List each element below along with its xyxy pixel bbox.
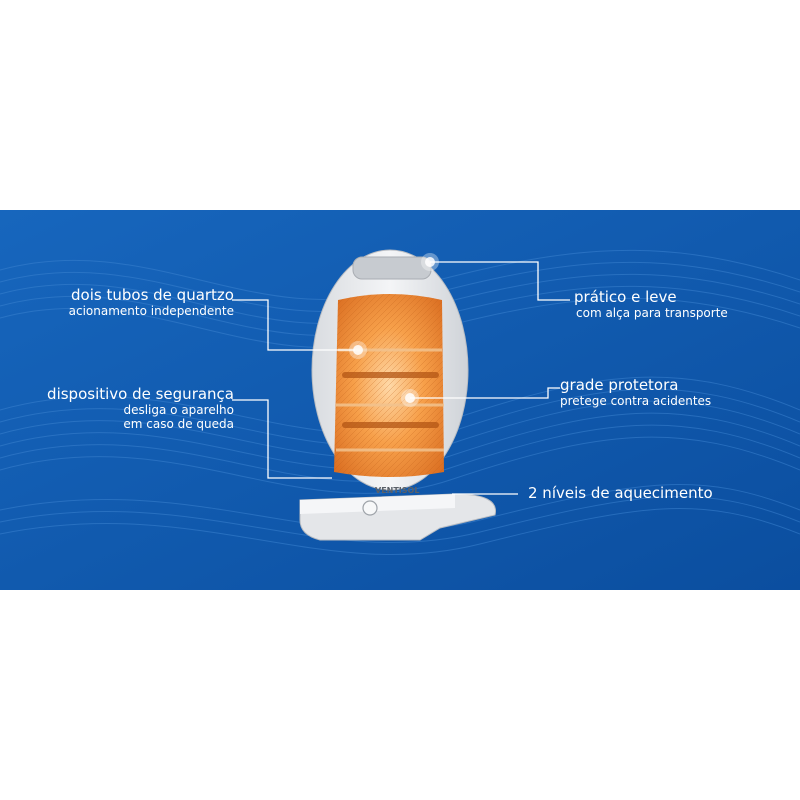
feature-quartz-title: dois tubos de quartzo: [71, 286, 234, 304]
feature-grill: grade protetora pretege contra acidentes: [560, 376, 711, 408]
heater-illustration: VENTISOL: [232, 249, 570, 541]
level-knob: [362, 500, 378, 516]
callout-markers: [349, 253, 439, 407]
feature-safety-sub1: desliga o aparelho: [123, 403, 234, 417]
brand-logo: VENTISOL: [375, 486, 419, 495]
feature-banner: VENTISOL dois tubos de quartzo acionamen…: [0, 210, 800, 590]
feature-levels: 2 níveis de aquecimento: [528, 484, 713, 502]
heater-base: [299, 493, 496, 541]
feature-handle-title: prático e leve: [574, 288, 677, 306]
feature-safety: dispositivo de segurança desliga o apare…: [47, 385, 234, 432]
feature-safety-sub2: em caso de queda: [123, 417, 234, 432]
callout-lines: [232, 261, 570, 495]
feature-levels-title: 2 níveis de aquecimento: [528, 484, 713, 502]
feature-quartz-sub: acionamento independente: [68, 304, 234, 318]
carry-handle: [352, 256, 432, 280]
feature-safety-title: dispositivo de segurança: [47, 385, 234, 403]
feature-grill-sub: pretege contra acidentes: [560, 394, 712, 408]
feature-quartz: dois tubos de quartzo acionamento indepe…: [69, 286, 234, 318]
feature-grill-title: grade protetora: [560, 376, 679, 394]
feature-handle: prático e leve com alça para transporte: [574, 288, 728, 320]
feature-handle-sub: com alça para transporte: [576, 306, 728, 320]
